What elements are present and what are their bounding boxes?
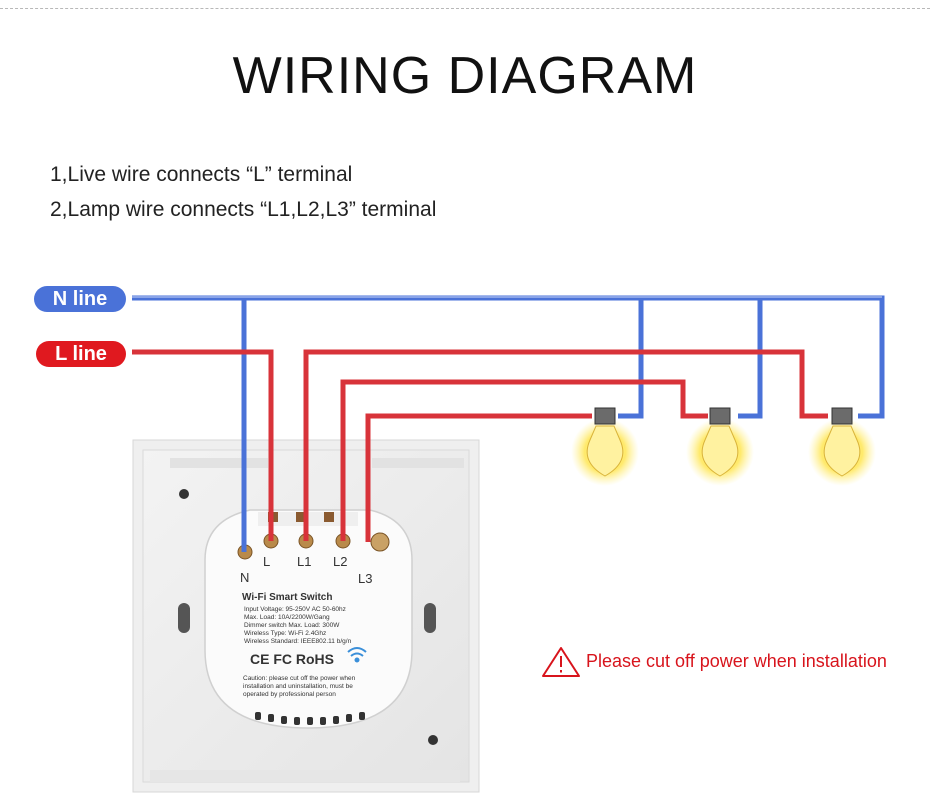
lamp-1 (571, 407, 639, 486)
n-line-label: N line (34, 286, 126, 312)
instruction-1: 1,Live wire connects “L” terminal (50, 163, 353, 186)
live-wires (132, 349, 828, 542)
terminal-label-l3: L3 (358, 571, 372, 586)
page-title: WIRING DIAGRAM (232, 47, 698, 105)
certification-marks: CE FC RoHS (250, 651, 334, 667)
device-spec-2: Max. Load: 10A/2200W/Gang (244, 614, 330, 621)
mount-slot-left (178, 603, 190, 633)
caution-line-1: Caution: please cut off the power when (243, 675, 356, 682)
mount-slot-right (424, 603, 436, 633)
caution-line-3: operated by professional person (243, 691, 336, 698)
device-spec-4: Wireless Type: Wi-Fi 2.4Ghz (244, 630, 326, 637)
terminal-label-n: N (240, 570, 249, 585)
screw-hole-bottom-right (428, 735, 438, 745)
top-dashed-divider (0, 8, 930, 9)
device-spec-5: Wireless Standard: IEEE802.11 b/g/n (244, 638, 352, 645)
device-spec-1: Input Voltage: 95-250V AC 50-60hz (244, 606, 346, 613)
warning-icon (542, 647, 580, 677)
device-name: Wi-Fi Smart Switch (242, 592, 332, 603)
caution-line-2: installation and uninstallation, must be (243, 683, 353, 690)
screw-hole-top-left (179, 489, 189, 499)
neutral-wires (132, 295, 885, 552)
warning-text: Please cut off power when installation (586, 651, 887, 671)
device-spec-3: Dimmer switch Max. Load: 300W (244, 622, 340, 629)
switch-module: N L L1 L2 L3 Wi-Fi Smart Switch Input Vo… (204, 509, 413, 729)
terminal-label-l2: L2 (333, 554, 347, 569)
l-line-label: L line (36, 341, 126, 367)
lamp-2 (686, 407, 754, 486)
wifi-icon (347, 647, 367, 663)
terminal-label-l1: L1 (297, 554, 311, 569)
lamp-3 (808, 407, 876, 486)
instruction-2: 2,Lamp wire connects “L1,L2,L3” terminal (50, 198, 437, 221)
terminal-label-l: L (263, 554, 270, 569)
vent-holes (255, 712, 365, 725)
